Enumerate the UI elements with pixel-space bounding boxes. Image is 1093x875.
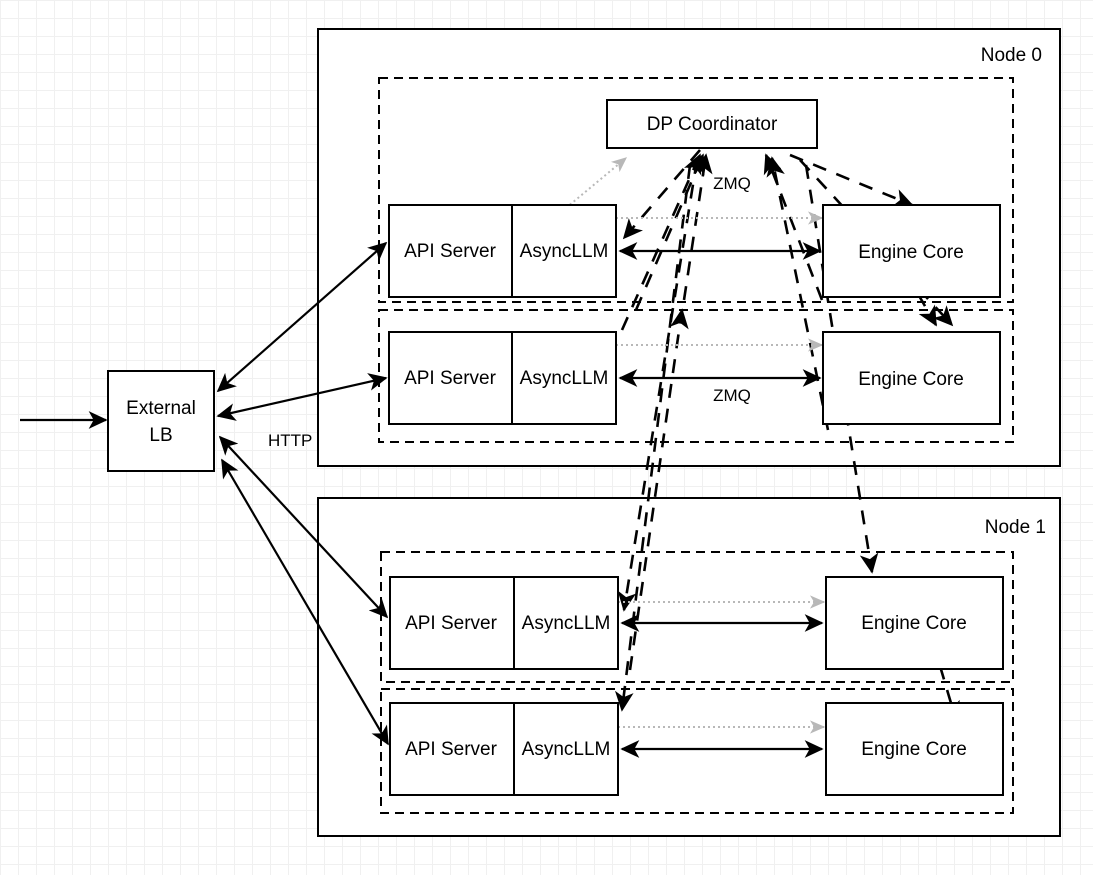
server-box-node0-rank1[interactable] [388,331,617,425]
server-box-node1-rank1[interactable] [389,702,619,796]
external-lb-group[interactable]: External LB [107,370,215,472]
node-0-label: Node 0 [981,45,1042,66]
dp-coordinator-box[interactable] [606,99,818,149]
group-node0-rank1 [378,309,1014,443]
zmq-edge-n0r1-engine-to-coord [766,156,830,431]
api-server-label-node1-rank0: API Server [405,613,498,634]
edge-lb-to-api-node0-rank0 [216,241,388,393]
external-lb-box[interactable] [107,370,215,472]
zmq-edge-n0r0engine-to-n0r1engine [916,293,938,327]
rank-node0-rank0: API Server AsyncLLM Engine Core [388,204,1001,298]
zmq-edge-n0r0-to-coord [634,153,705,311]
zmq-label-top: ZMQ [713,174,751,193]
group-node1-rank1 [380,688,1014,814]
asyncllm-label-node1-rank0: AsyncLLM [522,613,611,634]
asyncllm-label-node0-rank0: AsyncLLM [520,241,609,262]
external-lb-label-line1: External [126,398,196,419]
engine-core-label-node1-rank1: Engine Core [861,739,967,760]
engine-core-box-node1-rank0[interactable] [825,576,1004,670]
engine-core-label-node1-rank0: Engine Core [861,613,967,634]
server-box-node0-rank0[interactable] [388,204,617,298]
dp-coordinator-group[interactable]: DP Coordinator [606,99,818,149]
rank-node1-rank1: API Server AsyncLLM Engine Core [389,702,1004,796]
engine-core-label-node0-rank0: Engine Core [858,242,964,263]
api-server-label-node0-rank1: API Server [404,368,497,389]
engine-core-label-node0-rank1: Engine Core [858,369,964,390]
asyncllm-label-node1-rank1: AsyncLLM [522,739,611,760]
http-label: HTTP [268,431,312,450]
dp-coordinator-label: DP Coordinator [647,114,778,135]
dotted-edge-n0r0-asyncllm-to-coord [565,157,628,209]
rank-node0-rank1: ZMQ API Server AsyncLLM Engine Core [388,331,1001,425]
api-server-label-node0-rank0: API Server [404,241,497,262]
server-box-node1-rank0[interactable] [389,576,619,670]
zmq-edge-n0r1-to-coord [620,153,702,331]
engine-core-box-node1-rank1[interactable] [825,702,1004,796]
api-server-label-node1-rank1: API Server [405,739,498,760]
edge-lb-to-api-node0-rank1 [216,373,388,421]
group-node0-rank0 [378,77,1014,303]
engine-core-box-node0-rank0[interactable] [822,204,1001,298]
zmq-edge-coord-to-n0r0-engine [789,153,914,207]
engine-core-box-node0-rank1[interactable] [822,331,1001,425]
node-1-label: Node 1 [985,517,1046,538]
zmq-label-mid: ZMQ [713,386,751,405]
edge-lb-to-api-node1-rank1 [221,458,389,746]
rank-node1-rank0: API Server AsyncLLM Engine Core [389,576,1004,670]
zmq-edge-coord-to-n0r0-asyncllm [622,149,701,240]
asyncllm-label-node0-rank1: AsyncLLM [520,368,609,389]
external-lb-label-line2: LB [149,425,172,446]
zmq-edge-coord-to-n1r1-engine [938,665,960,722]
